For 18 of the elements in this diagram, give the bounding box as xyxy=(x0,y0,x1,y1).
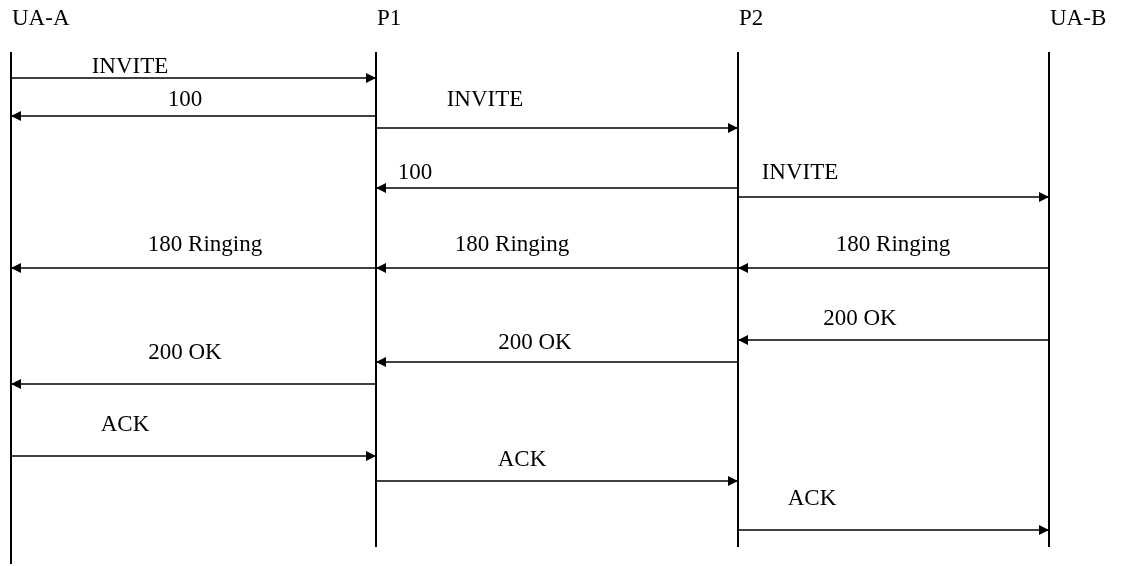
message-arrow xyxy=(737,525,1050,535)
message-arrow xyxy=(737,192,1050,202)
message-arrow xyxy=(10,263,377,273)
message-arrow xyxy=(375,357,739,367)
message-arrow xyxy=(10,451,377,461)
message-arrow xyxy=(375,123,739,133)
message-arrow xyxy=(10,73,377,83)
message-arrow xyxy=(375,183,739,193)
message-arrow xyxy=(375,263,739,273)
message-arrow xyxy=(737,335,1050,345)
message-arrow xyxy=(10,111,377,121)
lifeline-label: P1 xyxy=(377,6,402,29)
lifeline-label: UA-A xyxy=(12,6,70,29)
message-arrow xyxy=(10,379,377,389)
message-arrow xyxy=(375,476,739,486)
lifeline-label: UA-B xyxy=(1050,6,1107,29)
lifeline-label: P2 xyxy=(739,6,764,29)
message-arrow xyxy=(737,263,1050,273)
